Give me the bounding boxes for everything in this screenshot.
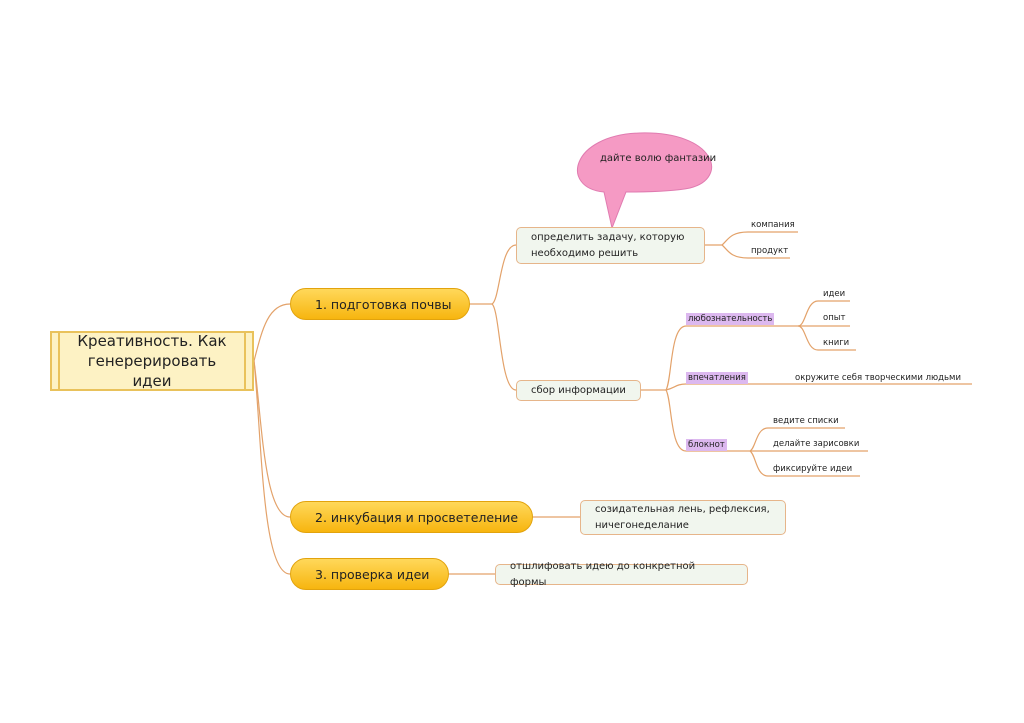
connector-central-branch1 — [253, 303, 291, 362]
leaf-creative-people[interactable]: окружите себя творческими людьми — [795, 373, 961, 383]
leaf-company[interactable]: компания — [751, 220, 795, 230]
connector-branch1-info — [491, 303, 517, 391]
branch-incubation[interactable]: 2. инкубация и просветеление — [290, 501, 533, 533]
leaf-make-sketches[interactable]: делайте зарисовки — [773, 439, 860, 449]
leaf-ideas[interactable]: идеи — [823, 289, 846, 299]
subtopic-define-task[interactable]: определить задачу, которую необходимо ре… — [516, 227, 705, 264]
leaf-make-lists[interactable]: ведите списки — [773, 416, 839, 426]
connector-info-notebook — [665, 389, 728, 452]
connector-task-produkt — [721, 244, 790, 259]
connector-task-kompaniya — [721, 231, 798, 246]
leaf-books[interactable]: книги — [823, 338, 850, 348]
branch-incubation-label: 2. инкубация и просветеление — [315, 509, 519, 525]
subtopic-define-task-label: определить задачу, которую необходимо ре… — [531, 231, 685, 259]
connector-central-branch3 — [253, 360, 291, 575]
subtopic-collect-info[interactable]: сбор информации — [516, 380, 641, 401]
subtopic-verify[interactable]: отшлифовать идею до конкретной формы — [495, 561, 748, 588]
connector-notebook-fix — [749, 450, 860, 477]
central-topic[interactable]: Креативность. Как генерерировать идеи — [50, 331, 254, 391]
branch-verification[interactable]: 3. проверка идеи — [290, 558, 449, 590]
central-topic-label: Креативность. Как генерерировать идеи — [77, 332, 227, 390]
branch-preparation-label: 1. подготовка почвы — [315, 296, 452, 312]
branch-verification-label: 3. проверка идеи — [315, 566, 430, 582]
connector-info-curiosity — [665, 325, 779, 391]
leaf-experience[interactable]: опыт — [823, 313, 846, 323]
tag-curiosity[interactable]: любознательность — [686, 313, 775, 325]
subtopic-incubation[interactable]: созидательная лень, рефлексия, ничегонед… — [580, 500, 786, 535]
tag-impressions[interactable]: впечатления — [686, 372, 748, 384]
callout-label: дайте волю фантазии — [600, 153, 717, 164]
leaf-product[interactable]: продукт — [751, 246, 789, 256]
callout-bubble — [577, 132, 712, 230]
branch-preparation[interactable]: 1. подготовка почвы — [290, 288, 470, 320]
connector-info-impressions — [665, 383, 752, 391]
connector-branch1-task — [470, 244, 517, 305]
subtopic-collect-info-label: сбор информации — [531, 384, 626, 396]
connector-central-branch2 — [253, 360, 291, 518]
leaf-record-ideas[interactable]: фиксируйте идеи — [773, 464, 853, 474]
tag-notebook[interactable]: блокнот — [686, 439, 727, 451]
subtopic-incubation-label: созидательная лень, рефлексия, ничегонед… — [595, 503, 770, 531]
connector-curiosity-books — [797, 325, 856, 351]
subtopic-verify-label: отшлифовать идею до конкретной формы — [510, 560, 696, 588]
